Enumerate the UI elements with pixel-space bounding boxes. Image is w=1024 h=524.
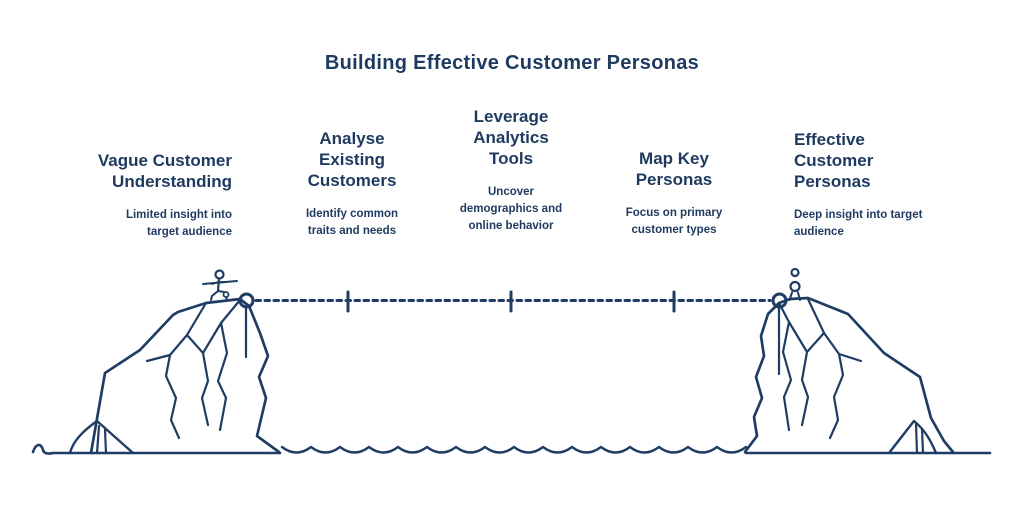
right-cliff bbox=[743, 296, 955, 454]
diagram-title: Building Effective Customer Personas bbox=[324, 52, 700, 74]
step-heading: Leverage Analytics Tools bbox=[473, 107, 549, 168]
step-map-key-personas: Map Key Personas Focus on primary custom… bbox=[599, 148, 749, 239]
step-description: Focus on primary customer types bbox=[625, 207, 723, 236]
left-rock bbox=[68, 419, 135, 455]
step-leverage-analytics-tools: Leverage Analytics Tools Uncover demogra… bbox=[436, 106, 586, 235]
right-rock bbox=[887, 419, 938, 455]
water-waves bbox=[280, 445, 748, 454]
step-description: Identify common traits and needs bbox=[305, 208, 398, 237]
standing-figure-icon bbox=[788, 267, 801, 301]
step-vague-customer-understanding: Vague Customer Understanding Limited ins… bbox=[57, 150, 232, 241]
step-heading: Analyse Existing Customers bbox=[307, 129, 397, 190]
step-heading: Map Key Personas bbox=[635, 149, 713, 189]
rope-tick-marks bbox=[346, 290, 676, 313]
step-analyse-existing-customers: Analyse Existing Customers Identify comm… bbox=[282, 128, 422, 240]
left-anchor-pulley-icon bbox=[238, 292, 255, 309]
step-description: Deep insight into target audience bbox=[794, 209, 923, 238]
step-description: Limited insight into target audience bbox=[125, 209, 232, 238]
step-heading: Effective Customer Personas bbox=[794, 130, 874, 191]
tightrope-walker-icon bbox=[202, 269, 238, 301]
step-description: Uncover demographics and online behavior bbox=[459, 186, 563, 232]
ground-line-left bbox=[31, 443, 282, 455]
left-cliff bbox=[89, 297, 281, 455]
step-effective-customer-personas: Effective Customer Personas Deep insight… bbox=[794, 129, 979, 241]
step-heading: Vague Customer Understanding bbox=[97, 151, 232, 191]
